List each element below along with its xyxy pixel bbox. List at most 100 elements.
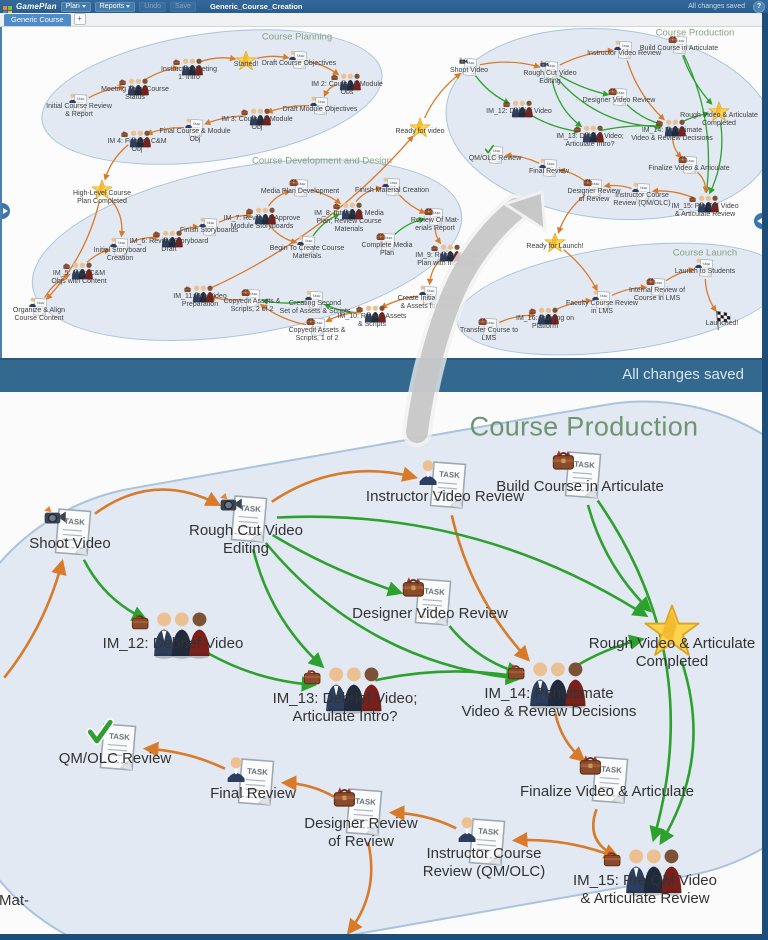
node-im2[interactable]: IM 2: Course & Module Obs bbox=[311, 70, 383, 96]
node-im16[interactable]: IM_16: Training on Platform bbox=[516, 304, 574, 330]
node-im5[interactable]: IM_5: Align C&M Objs with Content bbox=[51, 259, 107, 285]
node-im12[interactable]: IM_12: Debrief Video bbox=[486, 97, 552, 119]
node-im13[interactable]: IM_13: Debrief Video; Articulate Intro? bbox=[273, 658, 417, 725]
node-rfv[interactable]: Ready for video bbox=[395, 117, 445, 139]
node-im15[interactable]: IM_15: Pre QM Video & Articulate Review bbox=[671, 192, 739, 218]
undo-button[interactable]: Undo bbox=[139, 1, 166, 12]
saved-status: All changes saved bbox=[688, 3, 745, 10]
node-im14[interactable]: IM_14: Penultimate Video & Review Decisi… bbox=[631, 116, 713, 142]
node-im9[interactable]: IM_9: Review Media Plan with Instructor bbox=[415, 241, 479, 267]
svg-text:TASK: TASK bbox=[390, 181, 399, 186]
node-im12[interactable]: IM_12: Debrief Video bbox=[103, 603, 243, 661]
node-im6[interactable]: IM_6: Review Storyboard Draft bbox=[130, 227, 208, 253]
help-button[interactable]: ? bbox=[753, 0, 765, 13]
node-im4[interactable]: IM 4: Finalize C&M Obj bbox=[107, 127, 167, 153]
node-im13[interactable]: IM_13: Debrief Video; Articulate Intro? bbox=[556, 122, 624, 148]
node-im10[interactable]: IM_10: Review Assets & Scripts bbox=[338, 302, 406, 328]
svg-text:TASK: TASK bbox=[622, 44, 631, 49]
node-rvac[interactable]: Rough Video & Articulate Completed bbox=[680, 101, 758, 127]
node-label: Draft Course Objectives bbox=[261, 60, 337, 67]
svg-text:TASK: TASK bbox=[677, 39, 686, 44]
node-hls[interactable]: High-Level Course Plan Completed bbox=[73, 179, 131, 205]
svg-text:TASK: TASK bbox=[617, 91, 626, 96]
app-name: GamePlan bbox=[16, 2, 57, 11]
node-im1[interactable]: Instructor Meeting 1: Intro bbox=[161, 55, 217, 81]
node-im8[interactable]: IM_8: Introduce Media Plan; Review Cours… bbox=[314, 199, 384, 233]
node-label: Final Review bbox=[210, 785, 296, 802]
node-label: Final Course & Module Obj bbox=[159, 128, 231, 143]
reports-menu-button[interactable]: Reports bbox=[94, 1, 136, 12]
doc-toolbox-icon: TASK bbox=[289, 177, 311, 199]
meeting-icon bbox=[503, 97, 536, 119]
svg-text:TASK: TASK bbox=[64, 517, 86, 527]
add-tab-button[interactable]: + bbox=[73, 13, 86, 25]
doc-person-icon: TASK bbox=[631, 181, 653, 203]
node-im3[interactable]: IM 3: Course & Module Obj bbox=[221, 105, 293, 131]
node-mz[interactable]: Meeting Zero: Course Status bbox=[101, 75, 169, 101]
node-label: IM_11: Pre Video Preparation bbox=[173, 293, 227, 308]
node-rvac[interactable]: Rough Video & Articulate Completed bbox=[589, 603, 755, 670]
node-im14[interactable]: IM_14: Penultimate Video & Review Decisi… bbox=[462, 653, 636, 720]
node-im11[interactable]: IM_11: Pre Video Preparation bbox=[173, 282, 227, 308]
doc-person-icon: TASK bbox=[416, 456, 474, 514]
meeting-icon bbox=[331, 70, 364, 92]
node-im7[interactable]: IM_7: Review & Approve Module Storyboard… bbox=[224, 204, 300, 230]
plan-menu-button[interactable]: Plan bbox=[60, 1, 91, 12]
doc-check-icon: TASK bbox=[86, 718, 144, 776]
save-button[interactable]: Save bbox=[170, 1, 196, 12]
tab-generic-course[interactable]: Generic Course bbox=[4, 14, 71, 26]
node-started[interactable]: Started! bbox=[234, 50, 258, 72]
node-launched[interactable]: Launched! bbox=[706, 309, 738, 331]
node-label: IM_15: Pre QM Video & Articulate Review bbox=[671, 203, 739, 218]
svg-text:TASK: TASK bbox=[433, 211, 442, 216]
doc-person-icon: TASK bbox=[613, 39, 635, 61]
scroll-left-button[interactable] bbox=[2, 203, 10, 219]
gameplan-logo-icon bbox=[3, 2, 12, 15]
meeting-icon bbox=[121, 127, 154, 149]
node-rfl[interactable]: Ready for Launch! bbox=[526, 232, 584, 254]
node-im15[interactable]: IM_15: Pre QM Video & Articulate Review bbox=[573, 840, 717, 907]
